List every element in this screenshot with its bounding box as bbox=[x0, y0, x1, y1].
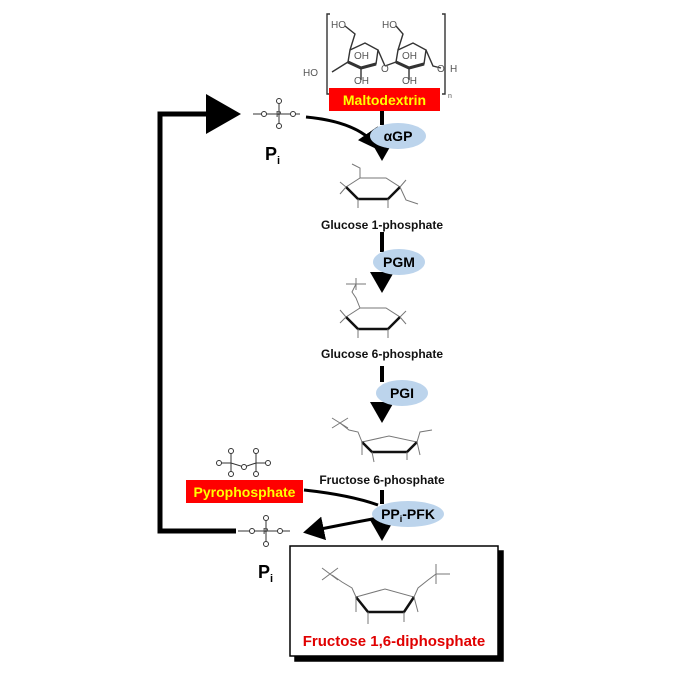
bracket-right bbox=[442, 13, 446, 95]
maltodextrin-structure bbox=[326, 13, 446, 95]
f6p-label: Fructose 6-phosphate bbox=[319, 473, 445, 487]
arrow-pi-in bbox=[305, 115, 380, 151]
phosphate-in: P Pi bbox=[253, 98, 300, 167]
product-box bbox=[289, 545, 499, 657]
atom-oh: OH bbox=[402, 51, 417, 62]
pi-label: Pi bbox=[265, 144, 280, 167]
enzyme-ppi-pfk: PPi-PFK bbox=[372, 501, 444, 527]
maltodextrin-highlight bbox=[329, 88, 440, 111]
enzyme-pgm: PGM bbox=[373, 249, 425, 275]
phosphate-out: P Pi bbox=[238, 515, 290, 585]
atom-h: H bbox=[450, 64, 457, 75]
maltodextrin-atom-labels: HO HO HO OH OH OH OH O O H n bbox=[303, 20, 457, 100]
atom-o: O bbox=[381, 64, 389, 75]
atom-ho: HO bbox=[331, 20, 346, 31]
f6p-structure bbox=[331, 417, 433, 463]
maltodextrin-label-box: Maltodextrin bbox=[329, 88, 440, 111]
pi-label: Pi bbox=[258, 562, 273, 585]
arrow-pi-recycle bbox=[157, 94, 241, 534]
atom-o: O bbox=[437, 64, 445, 75]
bracket-left bbox=[326, 13, 330, 95]
pyrophosphate-label: Pyrophosphate bbox=[194, 484, 296, 500]
enzyme-label: αGP bbox=[384, 128, 413, 144]
svg-text:P: P bbox=[276, 110, 282, 119]
enzyme-pgi: PGI bbox=[376, 380, 428, 406]
enzyme-label: PGM bbox=[383, 254, 415, 270]
flow-arrows bbox=[157, 94, 394, 541]
atom-ho: HO bbox=[303, 68, 318, 79]
g1p-structure bbox=[339, 163, 419, 208]
pyrophosphate-label-box: Pyrophosphate bbox=[186, 480, 303, 503]
arrow-pi-out bbox=[303, 516, 379, 541]
product-label: Fructose 1,6-diphosphate bbox=[303, 633, 486, 650]
fdp-structure bbox=[321, 564, 450, 624]
atom-oh: OH bbox=[354, 76, 369, 87]
atom-oh: OH bbox=[402, 76, 417, 87]
g6p-structure bbox=[339, 278, 407, 338]
maltodextrin-label: Maltodextrin bbox=[343, 92, 426, 108]
enzyme-label: PGI bbox=[390, 385, 414, 401]
atom-oh: OH bbox=[354, 51, 369, 62]
svg-text:P: P bbox=[263, 527, 269, 536]
enzyme-agp: αGP bbox=[370, 123, 426, 149]
pyrophosphate-structure bbox=[216, 448, 271, 477]
repeat-n: n bbox=[448, 93, 452, 100]
arrow-ppi-in bbox=[303, 488, 379, 507]
g6p-label: Glucose 6-phosphate bbox=[321, 347, 443, 361]
enzyme-label: PPi-PFK bbox=[381, 506, 435, 524]
atom-ho: HO bbox=[382, 20, 397, 31]
g1p-label: Glucose 1-phosphate bbox=[321, 218, 443, 232]
pyrophosphate-highlight bbox=[186, 480, 303, 503]
